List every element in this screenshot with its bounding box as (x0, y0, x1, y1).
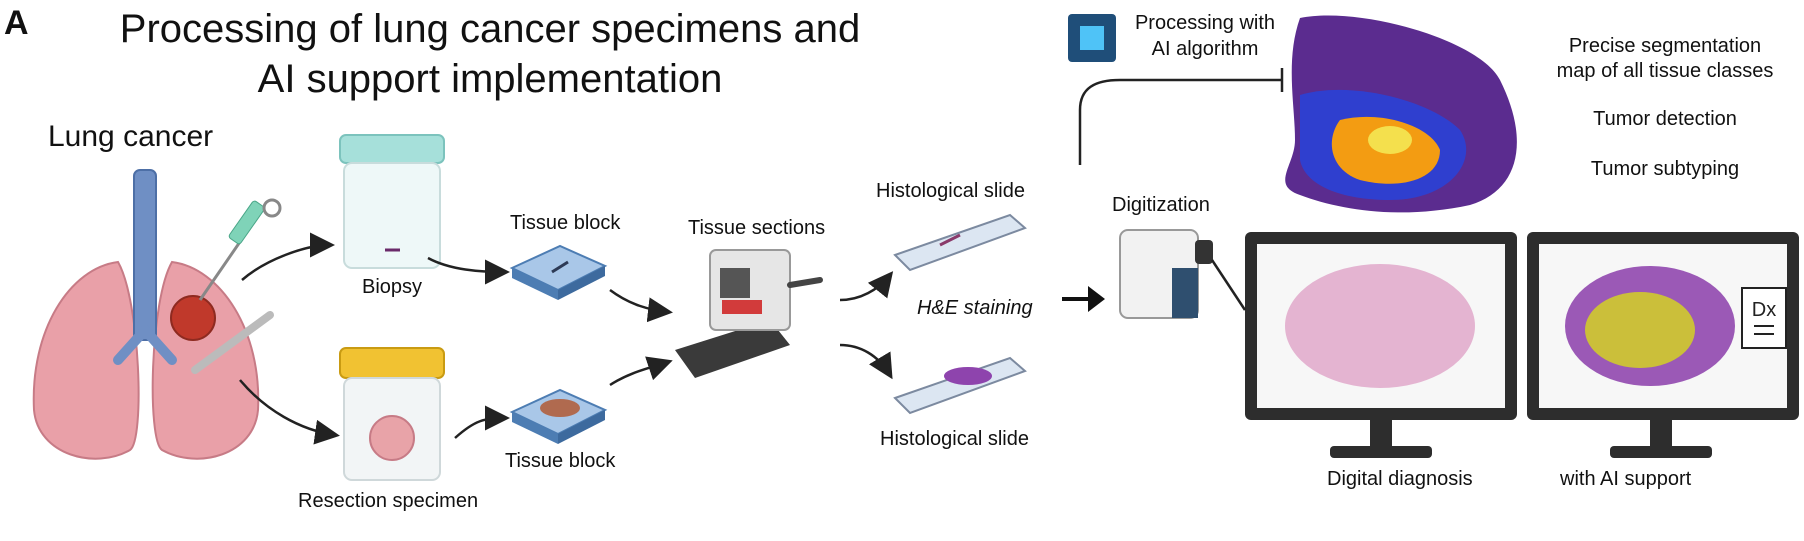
tumor-detection-label: Tumor detection (1593, 108, 1737, 130)
resection-specimen-label: Resection specimen (298, 490, 479, 512)
dx-report-icon: Dx (1741, 287, 1787, 349)
tissue-block-top (509, 244, 608, 300)
precise-segmentation-line1: Precise segmentation (1568, 35, 1762, 57)
slide-scanner (1119, 229, 1213, 319)
tissue-block-top-label: Tissue block (510, 212, 621, 234)
biopsy-label: Biopsy (361, 276, 423, 298)
panel-label: A (4, 4, 29, 42)
figure-title-line2: AI support implementation (257, 57, 723, 101)
scalpel (191, 311, 274, 374)
tumor-mass (170, 295, 216, 341)
tissue-block-bottom-label: Tissue block (505, 450, 616, 472)
processing-label-line2: AI algorithm (1151, 38, 1259, 60)
figure-title-line1: Processing of lung cancer specimens and (119, 7, 861, 51)
flow-arrows (239, 68, 1284, 445)
biopsy-needle (198, 198, 282, 301)
dx-label: Dx (1752, 299, 1776, 321)
tissue-sections-label: Tissue sections (688, 217, 826, 239)
slide-bottom (893, 356, 1027, 415)
lung-cancer-label: Lung cancer (48, 120, 214, 153)
tumor-subtyping-label: Tumor subtyping (1590, 158, 1740, 180)
microtome (675, 249, 823, 378)
digitization-label: Digitization (1112, 194, 1210, 216)
histological-slide-top-label: Histological slide (876, 180, 1025, 202)
tissue-block-bottom (509, 388, 608, 444)
he-staining-label: H&E staining (917, 297, 1033, 319)
histological-slide-bottom-label: Histological slide (880, 428, 1029, 450)
digitization-arrow (1062, 286, 1105, 312)
precise-segmentation-line2: map of all tissue classes (1556, 60, 1774, 82)
digital-diagnosis-label: Digital diagnosis (1327, 468, 1473, 490)
biopsy-jar (339, 134, 445, 269)
lungs-illustration (32, 169, 260, 460)
slide-top (893, 213, 1027, 272)
segmentation-map (1285, 15, 1517, 213)
resection-jar (339, 347, 445, 481)
ai-chip-icon (1068, 14, 1116, 62)
processing-label-line1: Processing with (1134, 12, 1276, 34)
with-ai-support-label: with AI support (1560, 468, 1692, 490)
monitor-digital (1245, 232, 1517, 458)
